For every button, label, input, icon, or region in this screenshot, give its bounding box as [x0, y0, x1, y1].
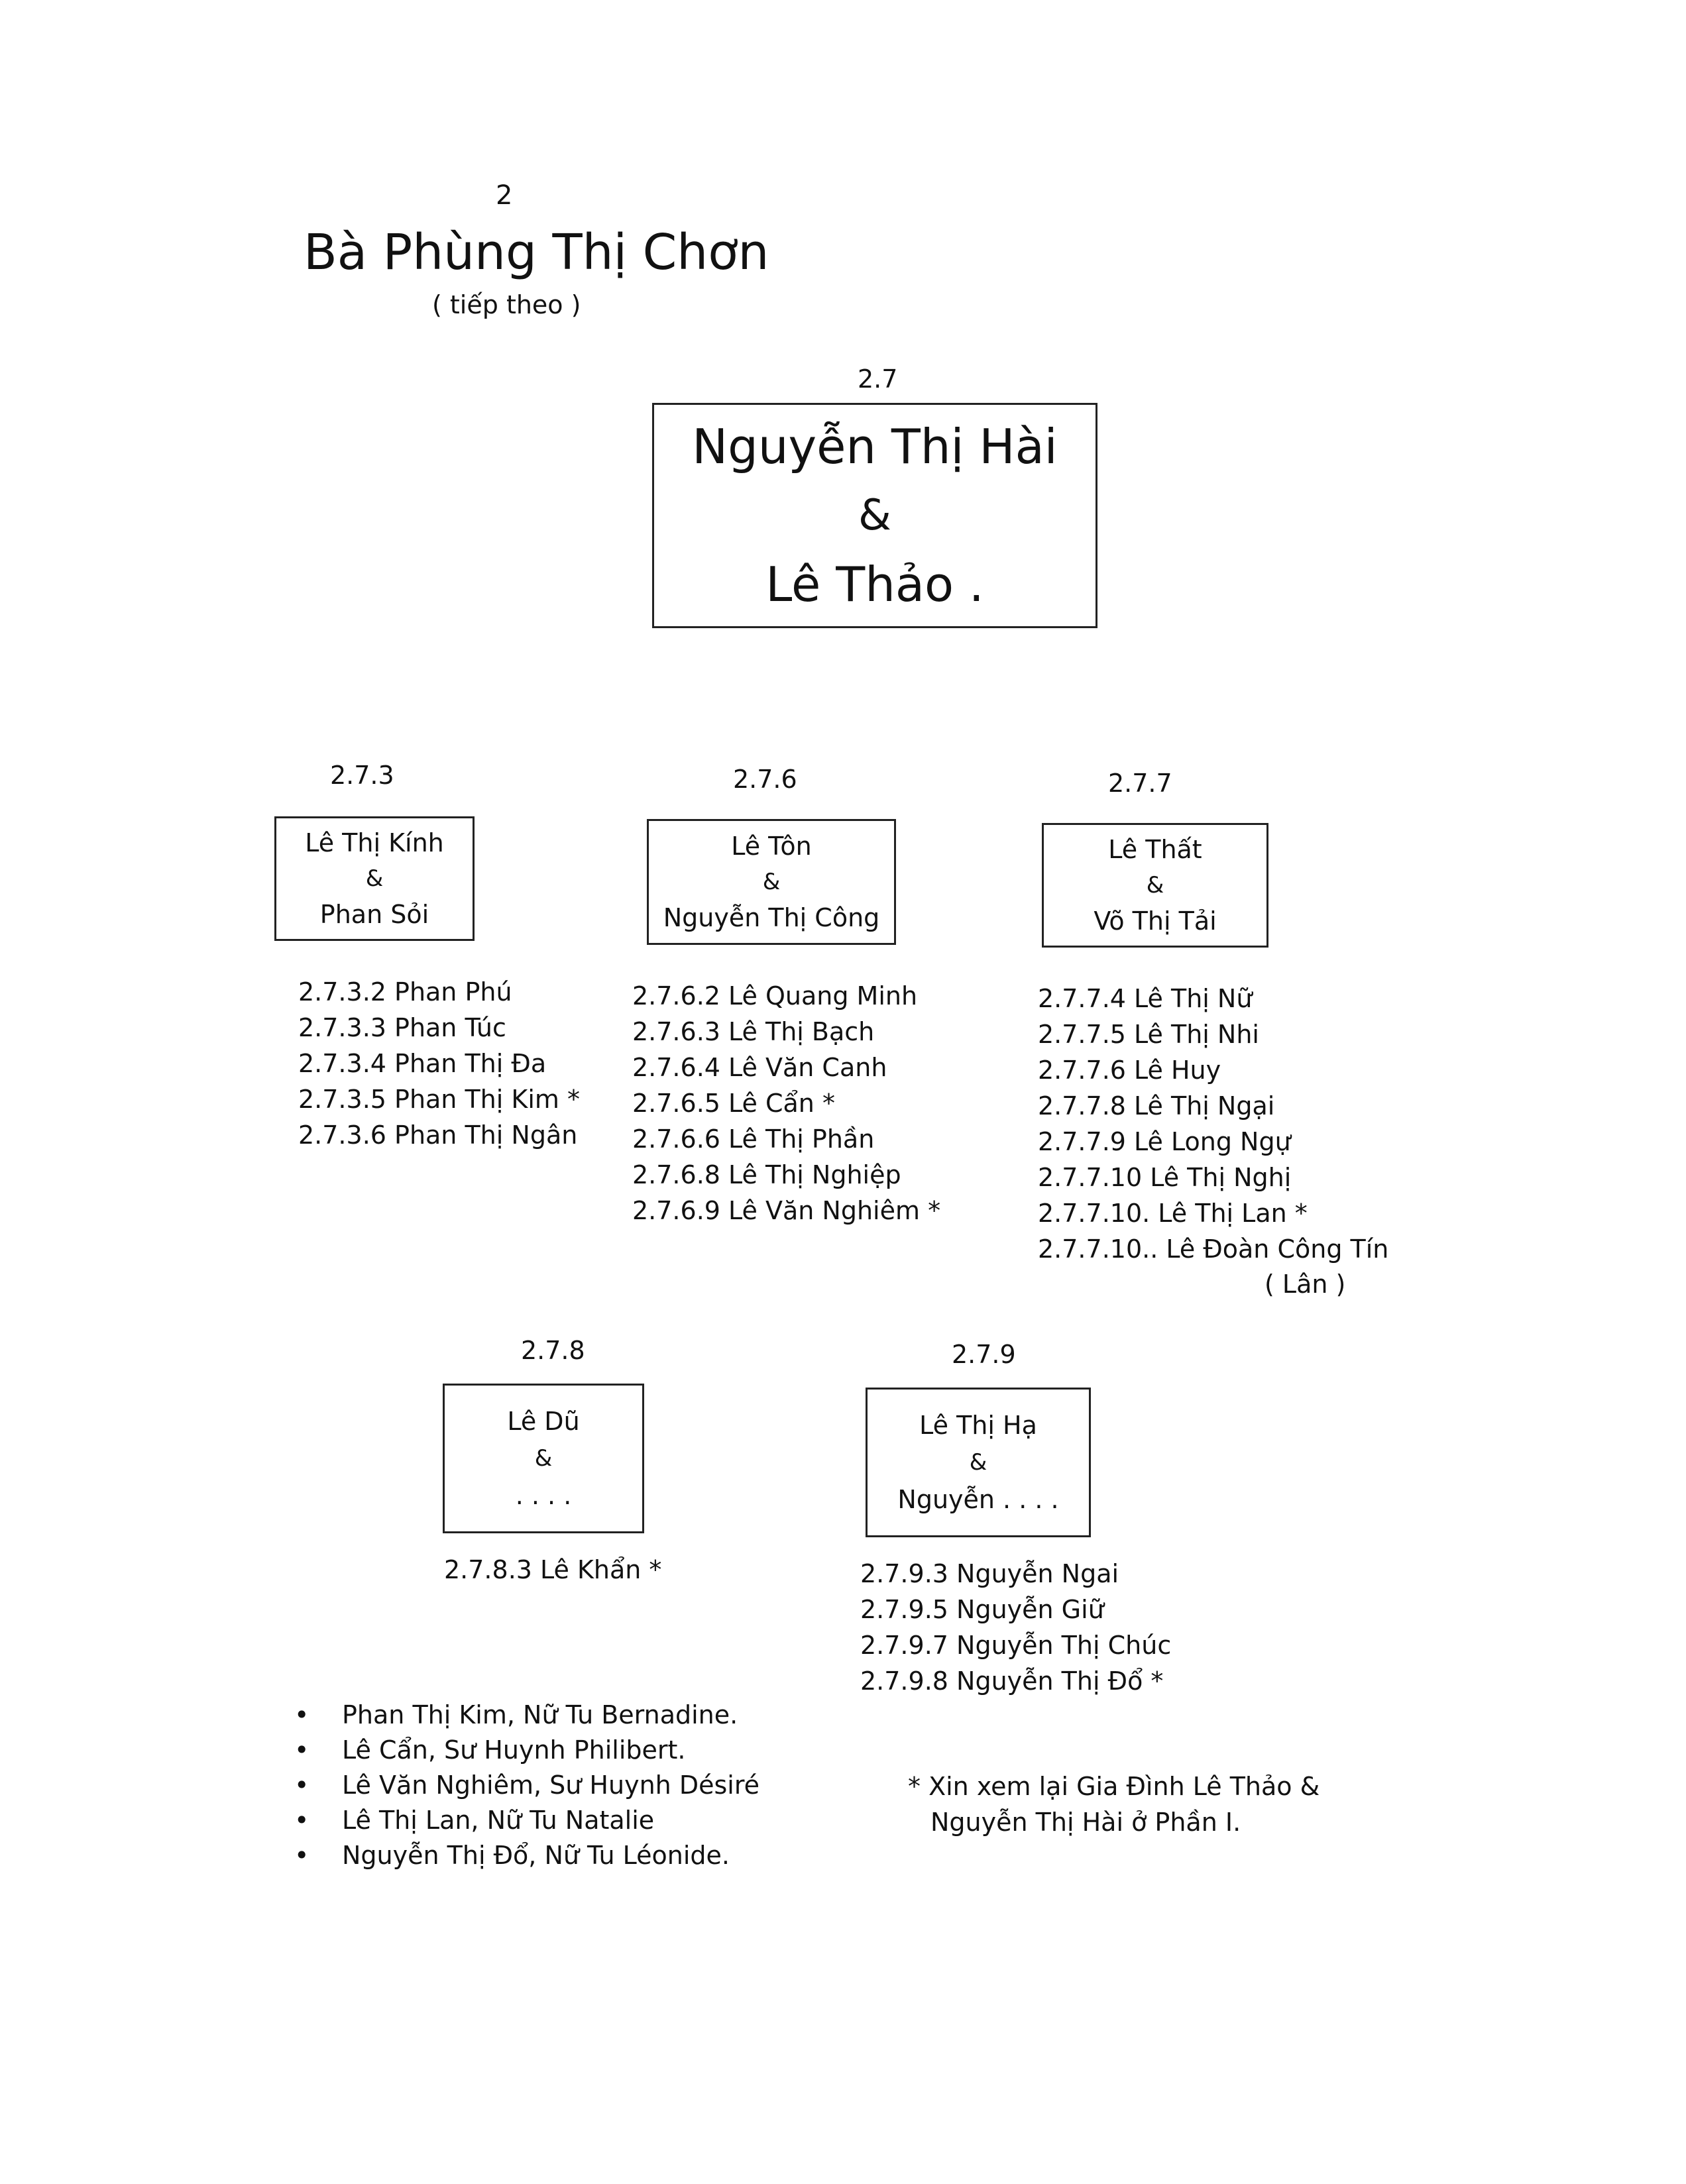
family-box: Lê Tôn & Nguyễn Thị Công — [647, 819, 896, 945]
list-item: Lê Thị Lan, Nữ Tu Natalie — [294, 1803, 759, 1838]
family-code: 2.7.8 — [521, 1336, 585, 1365]
children-list: 2.7.9.3 Nguyễn Ngai 2.7.9.5 Nguyễn Giữ 2… — [860, 1556, 1171, 1699]
page-subtitle: ( tiếp theo ) — [432, 290, 581, 319]
list-item: 2.7.6.5 Lê Cẩn * — [632, 1089, 835, 1118]
family-code: 2.7.9 — [952, 1340, 1016, 1369]
list-item: 2.7.6.9 Lê Văn Nghiêm * — [632, 1196, 941, 1225]
page-title: Bà Phùng Thị Chơn — [304, 224, 769, 281]
spouse-1: Lê Tôn — [731, 832, 812, 861]
spouse-2: Võ Thị Tải — [1094, 906, 1217, 936]
ampersand: & — [1146, 872, 1164, 899]
ampersand: & — [762, 869, 781, 895]
family-box: Lê Thất & Võ Thị Tải — [1042, 823, 1268, 948]
list-item: 2.7.7.5 Lê Thị Nhi — [1038, 1020, 1259, 1049]
list-item: 2.7.3.5 Phan Thị Kim * — [298, 1085, 580, 1114]
spouse-2: . . . . — [515, 1481, 572, 1510]
root-code: 2.7 — [858, 364, 898, 394]
list-item: 2.7.6.3 Lê Thị Bạch — [632, 1017, 875, 1046]
spouse-2: Nguyễn . . . . — [897, 1485, 1059, 1514]
family-box: Lê Thị Hạ & Nguyễn . . . . — [866, 1388, 1091, 1537]
list-item: Phan Thị Kim, Nữ Tu Bernadine. — [294, 1698, 759, 1733]
root-spouse-1: Nguyễn Thị Hài — [692, 419, 1058, 474]
list-item: 2.7.6.4 Lê Văn Canh — [632, 1053, 887, 1082]
list-item: 2.7.9.8 Nguyễn Thị Đổ * — [860, 1666, 1164, 1696]
list-item: 2.7.3.4 Phan Thị Đa — [298, 1049, 547, 1078]
list-item: Lê Văn Nghiêm, Sư Huynh Désiré — [294, 1768, 759, 1803]
family-box: Lê Dũ & . . . . — [443, 1384, 644, 1533]
list-item: 2.7.7.4 Lê Thị Nữ — [1038, 984, 1253, 1013]
list-item: 2.7.6.6 Lê Thị Phần — [632, 1124, 875, 1154]
spouse-1: Lê Dũ — [507, 1407, 580, 1436]
list-item: 2.7.7.10. Lê Thị Lan * — [1038, 1199, 1308, 1228]
children-list: 2.7.8.3 Lê Khẩn * — [444, 1552, 661, 1588]
list-item: 2.7.3.6 Phan Thị Ngân — [298, 1120, 578, 1150]
list-item: 2.7.9.7 Nguyễn Thị Chúc — [860, 1631, 1172, 1660]
family-code: 2.7.7 — [1108, 769, 1172, 798]
family-box: Lê Thị Kính & Phan Sỏi — [274, 816, 475, 941]
footnote-list: Phan Thị Kim, Nữ Tu Bernadine. Lê Cẩn, S… — [294, 1698, 759, 1873]
root-couple-box: Nguyễn Thị Hài & Lê Thảo . — [652, 403, 1097, 628]
spouse-2: Phan Sỏi — [319, 900, 429, 929]
children-list: 2.7.3.2 Phan Phú 2.7.3.3 Phan Túc 2.7.3.… — [298, 974, 580, 1153]
spouse-1: Lê Thị Hạ — [919, 1411, 1037, 1440]
list-item: 2.7.7.8 Lê Thị Ngại — [1038, 1091, 1275, 1120]
list-item: 2.7.3.3 Phan Túc — [298, 1013, 506, 1042]
ampersand: & — [969, 1449, 987, 1476]
page-number: 2 — [496, 180, 513, 211]
list-item: 2.7.7.6 Lê Huy — [1038, 1056, 1221, 1085]
family-code: 2.7.3 — [330, 761, 394, 790]
list-item: 2.7.6.8 Lê Thị Nghiệp — [632, 1160, 901, 1189]
list-item: 2.7.9.5 Nguyễn Giữ — [860, 1595, 1104, 1624]
list-item: 2.7.9.3 Nguyễn Ngai — [860, 1559, 1119, 1588]
reference-note-line-1: * Xin xem lại Gia Đình Lê Thảo & — [908, 1772, 1320, 1801]
children-list: 2.7.6.2 Lê Quang Minh 2.7.6.3 Lê Thị Bạc… — [632, 978, 940, 1228]
family-code: 2.7.6 — [733, 765, 797, 794]
reference-note-line-2: Nguyễn Thị Hài ở Phần I. — [930, 1808, 1241, 1837]
list-item: 2.7.7.10 Lê Thị Nghị — [1038, 1163, 1292, 1192]
list-item: 2.7.3.2 Phan Phú — [298, 977, 512, 1007]
list-item: Nguyễn Thị Đổ, Nữ Tu Léonide. — [294, 1838, 759, 1873]
list-item: 2.7.7.9 Lê Long Ngự — [1038, 1127, 1291, 1156]
nickname-note: ( Lân ) — [1264, 1270, 1346, 1299]
root-spouse-2: Lê Thảo . — [765, 557, 984, 612]
children-list: 2.7.7.4 Lê Thị Nữ 2.7.7.5 Lê Thị Nhi 2.7… — [1038, 981, 1388, 1267]
list-item: 2.7.7.10.. Lê Đoàn Công Tín — [1038, 1234, 1389, 1264]
spouse-1: Lê Thị Kính — [305, 828, 444, 857]
spouse-1: Lê Thất — [1108, 835, 1202, 864]
ampersand: & — [365, 865, 384, 892]
root-ampersand: & — [858, 491, 891, 540]
spouse-2: Nguyễn Thị Công — [663, 903, 880, 932]
list-item: 2.7.6.2 Lê Quang Minh — [632, 981, 918, 1010]
list-item: 2.7.8.3 Lê Khẩn * — [444, 1555, 662, 1584]
list-item: Lê Cẩn, Sư Huynh Philibert. — [294, 1733, 759, 1768]
ampersand: & — [534, 1445, 553, 1472]
